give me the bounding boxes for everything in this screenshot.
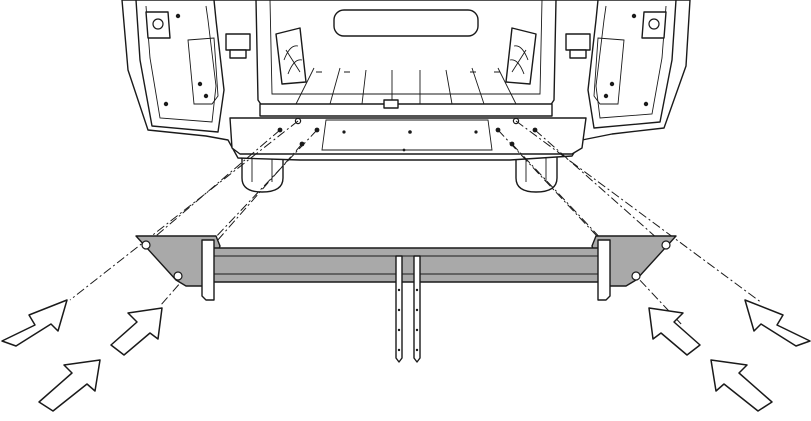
direction-arrows xyxy=(1,299,811,412)
mounting-bar-assembly xyxy=(135,235,677,363)
right-door xyxy=(587,0,677,129)
left-door xyxy=(135,0,225,133)
cargo-interior xyxy=(255,0,557,117)
center-supports xyxy=(395,255,421,363)
arrow-icon xyxy=(710,359,773,412)
cross-bar xyxy=(203,247,609,283)
door-hinges xyxy=(225,33,591,59)
arrow-icon xyxy=(1,299,68,347)
van-rear xyxy=(121,0,691,193)
arrow-icon xyxy=(38,359,101,412)
rear-bumper xyxy=(229,117,587,155)
arrow-icon xyxy=(744,299,811,347)
alignment-lines xyxy=(69,120,763,327)
arrow-icon xyxy=(110,307,163,356)
arrow-icon xyxy=(648,307,701,356)
